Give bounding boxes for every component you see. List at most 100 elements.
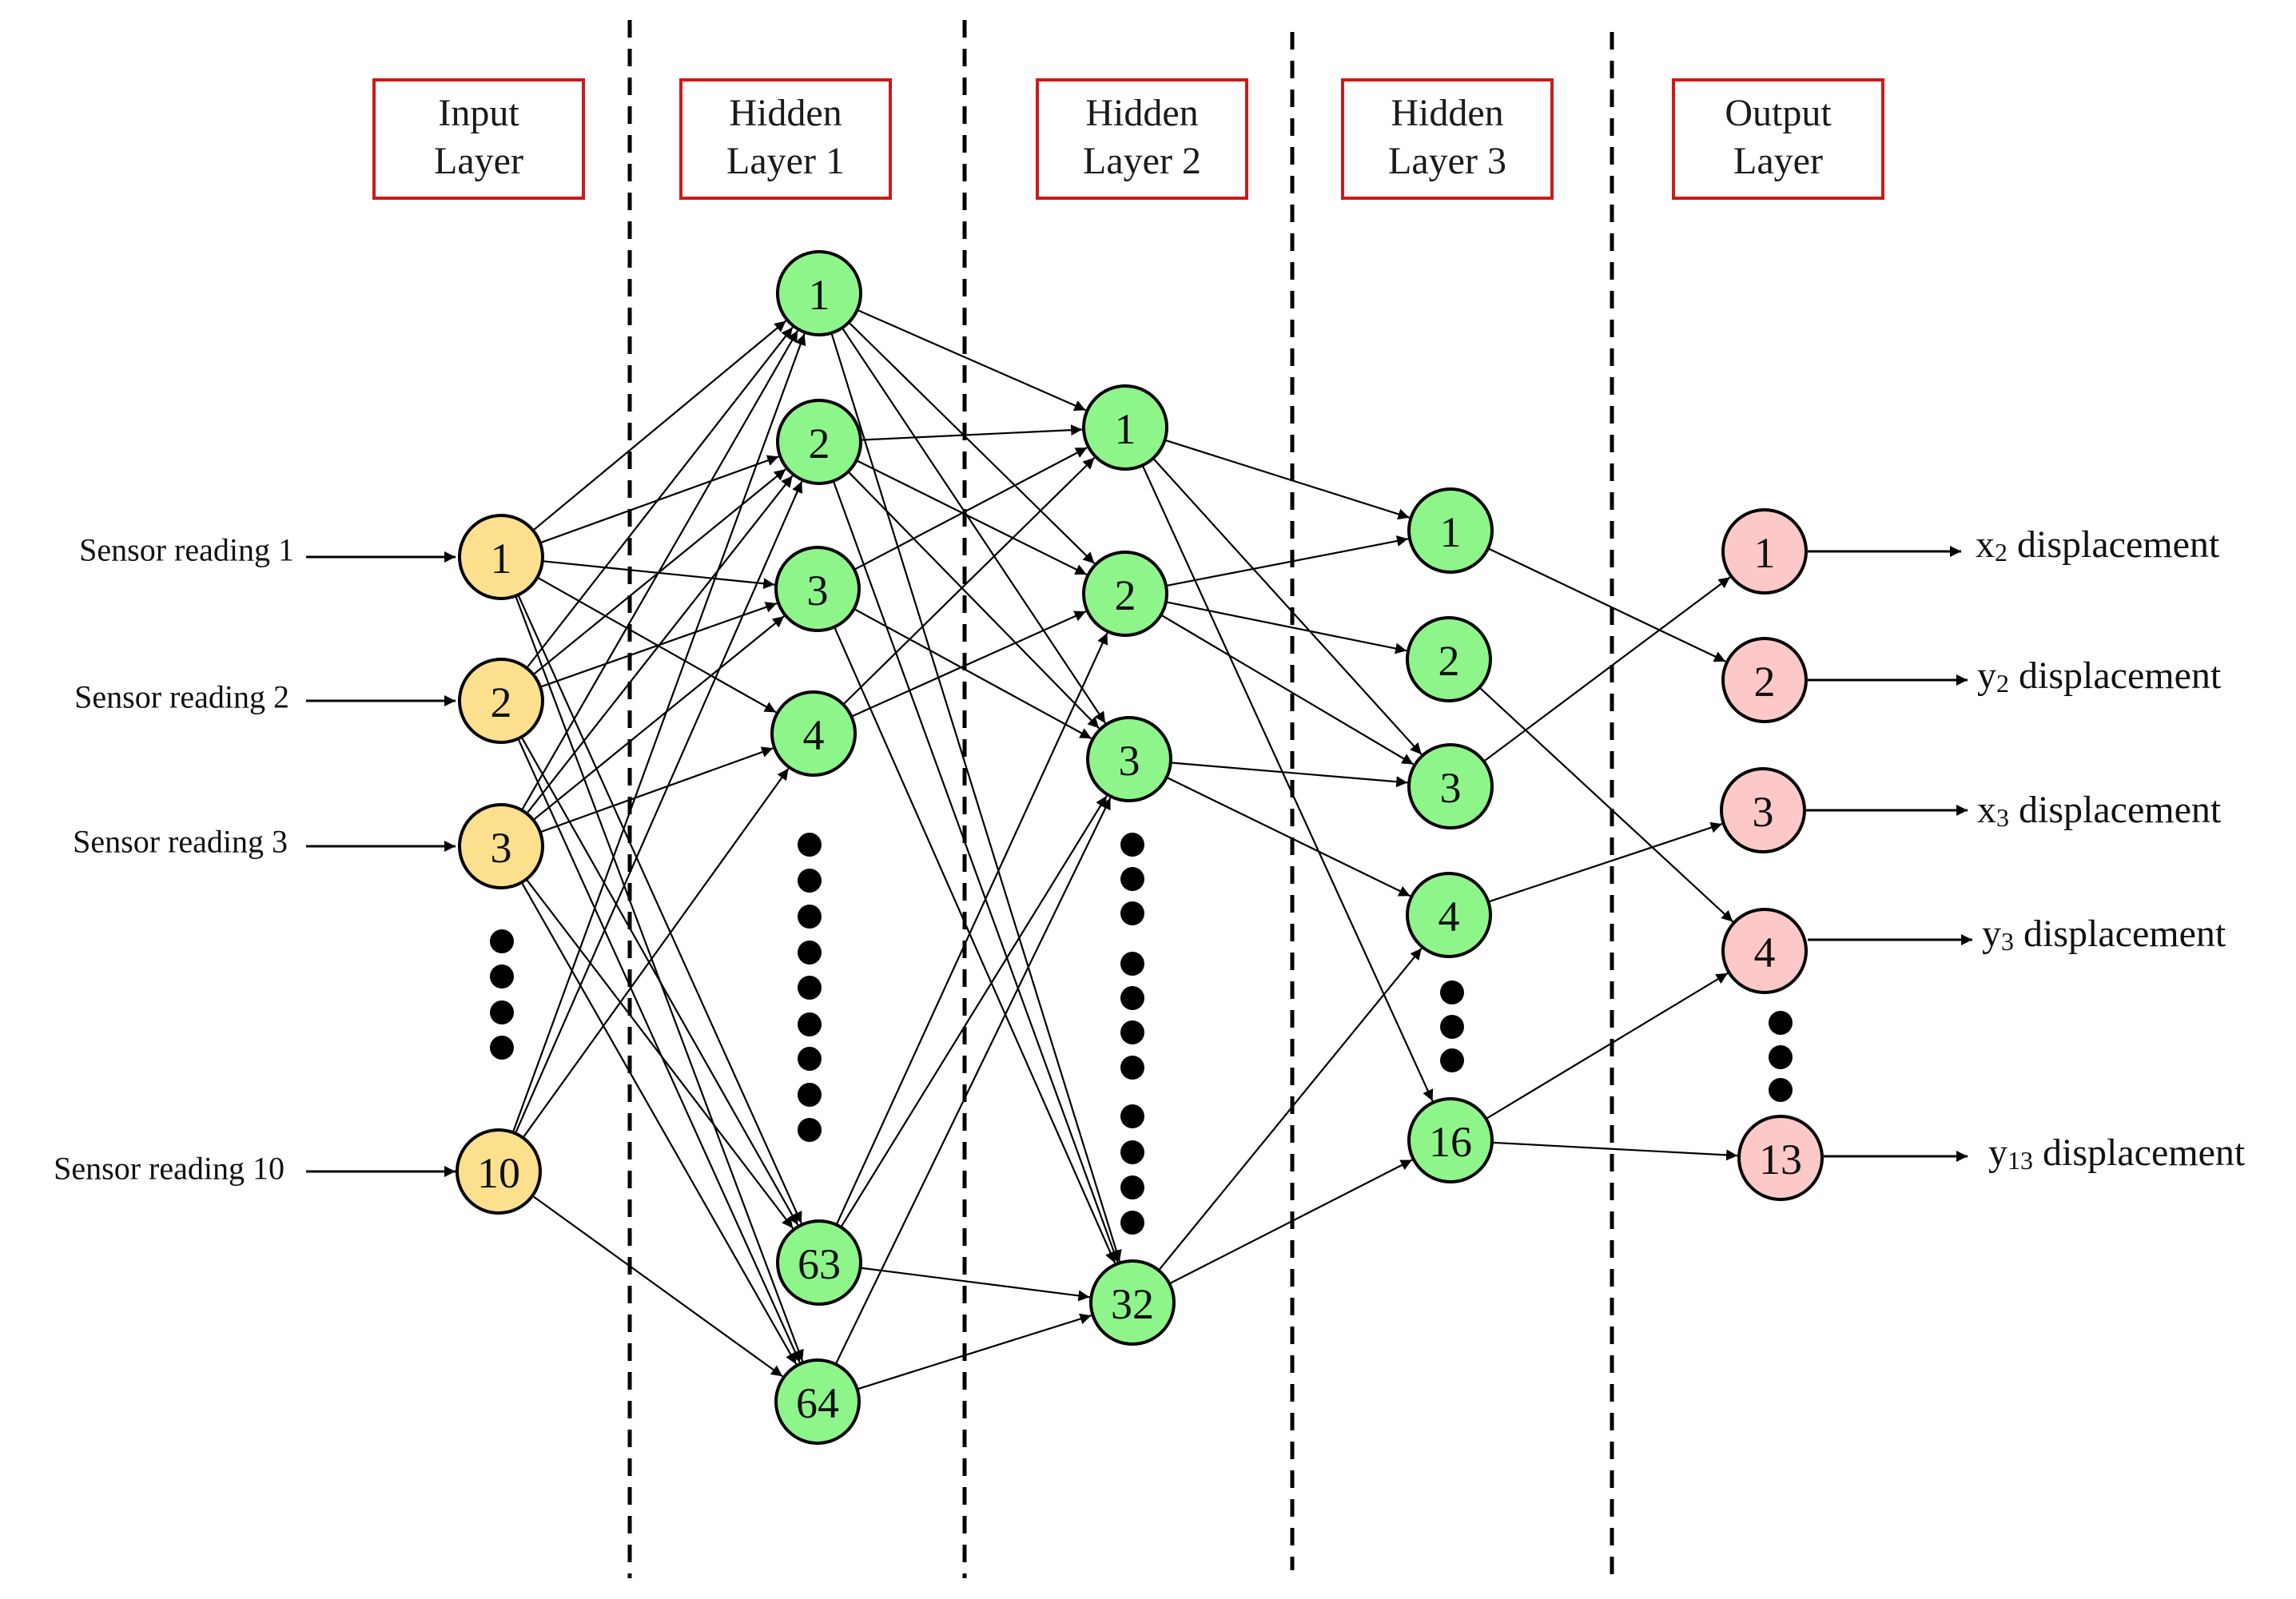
- input-node: 10: [456, 1128, 542, 1215]
- ellipsis-dot: [798, 869, 822, 893]
- connection-edge: [860, 1267, 1090, 1302]
- node-circle: [1082, 551, 1168, 637]
- node-circle: [1086, 716, 1172, 802]
- ellipsis-dot: [1120, 1104, 1144, 1128]
- layer-title-line2: Layer 2: [1083, 140, 1201, 182]
- ellipsis-dot: [1120, 1175, 1144, 1199]
- layer-title-line2: Layer: [434, 140, 523, 182]
- connection-edge: [854, 447, 1088, 571]
- layer-titles: Input Layer Hidden Layer 1 Hidden Layer …: [372, 78, 1884, 200]
- connection-edge: [840, 795, 1108, 1228]
- connection-edge: [835, 632, 1108, 1226]
- ellipsis-dot: [1120, 1056, 1144, 1080]
- hidden2-node: 3: [1086, 716, 1172, 802]
- connection-edge: [832, 480, 1120, 1263]
- connection-edge: [1482, 576, 1731, 762]
- layer-title-line2: Layer 3: [1388, 140, 1506, 182]
- connection-edge: [848, 321, 1096, 564]
- ellipsis-dot: [1120, 986, 1144, 1010]
- node-label: 1: [491, 535, 512, 583]
- node-label: 13: [1759, 1136, 1802, 1183]
- connection-edge: [539, 746, 774, 833]
- connection-edge: [1478, 686, 1734, 923]
- input-label: Sensor reading 2: [74, 679, 289, 715]
- connection-edge: [526, 475, 794, 814]
- node-label: 3: [1753, 788, 1774, 836]
- connection-edge: [517, 594, 802, 1224]
- connection-edge: [526, 326, 794, 669]
- connection-edge: [833, 626, 1116, 1264]
- input-node: 3: [458, 803, 544, 889]
- hidden2-node: 32: [1089, 1259, 1176, 1346]
- ellipsis-dot: [1120, 901, 1144, 925]
- connection-edge: [841, 327, 1107, 724]
- ellipsis-dot: [798, 833, 822, 857]
- node-circle: [1407, 1097, 1494, 1183]
- connection-edge: [517, 738, 801, 1363]
- node-label: 4: [1438, 893, 1460, 941]
- connection-edge: [1164, 439, 1410, 520]
- connection-edge: [1165, 535, 1409, 587]
- node-circle: [774, 1358, 861, 1445]
- connection-edge: [850, 611, 1087, 718]
- hidden1-node: 64: [774, 1358, 861, 1445]
- layer-title-line1: Input: [438, 92, 519, 134]
- connection-edge: [520, 736, 799, 1226]
- ellipsis-dot: [490, 1036, 514, 1060]
- node-label: 3: [491, 824, 512, 872]
- connection-edge: [532, 615, 785, 821]
- connection-edge: [520, 330, 799, 811]
- connection-edge: [1487, 821, 1723, 903]
- output-node: 13: [1737, 1115, 1824, 1201]
- connection-edge: [1166, 776, 1411, 897]
- connection-edge: [520, 881, 798, 1365]
- connection-edge: [1160, 614, 1415, 766]
- layer-title-line2: Layer: [1733, 140, 1823, 182]
- node-circle: [1406, 872, 1492, 958]
- node-label: 2: [809, 420, 830, 467]
- hidden2-node: 1: [1082, 384, 1168, 471]
- node-circle: [774, 546, 861, 632]
- node-circle: [458, 514, 544, 600]
- connection-edge: [854, 607, 1092, 740]
- ellipsis-dot: [798, 1118, 822, 1142]
- connection-edge: [847, 471, 1100, 730]
- input-node: 2: [458, 658, 544, 744]
- hidden1-node: 4: [770, 690, 857, 777]
- layer-title-box-hidden2: Hidden Layer 2: [1036, 78, 1248, 200]
- input-node: 1: [458, 514, 544, 600]
- layer-title-box-input: Input Layer: [372, 78, 585, 200]
- layer-title-box-hidden1: Hidden Layer 1: [679, 78, 892, 200]
- ellipsis-dot: [1120, 1020, 1144, 1044]
- connection-edge: [531, 1195, 783, 1378]
- input-arrows: [306, 551, 456, 1177]
- input-labels: Sensor reading 1 Sensor reading 2 Sensor…: [54, 532, 294, 1187]
- connection-edge: [1152, 457, 1423, 755]
- ellipsis-dot: [1120, 1211, 1144, 1235]
- node-circle: [1721, 508, 1808, 595]
- ellipsis-dot: [490, 965, 514, 988]
- node-label: 3: [1440, 764, 1462, 812]
- output-node: 4: [1721, 908, 1808, 994]
- connection-edge: [857, 1313, 1092, 1390]
- node-label: 1: [1115, 405, 1136, 453]
- node-circle: [1407, 487, 1494, 574]
- connection-edge: [536, 576, 777, 714]
- node-label: 2: [1438, 637, 1460, 685]
- layer-title-line1: Output: [1725, 92, 1832, 134]
- layer-title-line1: Hidden: [729, 92, 842, 134]
- node-circle: [776, 399, 862, 485]
- node-circle: [1721, 637, 1808, 723]
- connection-edge: [511, 333, 806, 1133]
- layer-title-line2: Layer 1: [726, 140, 845, 182]
- ellipsis-dot: [1769, 1045, 1793, 1069]
- layer-title-box-output: Output Layer: [1672, 78, 1884, 200]
- node-label: 3: [1119, 737, 1140, 785]
- input-label: Sensor reading 1: [79, 532, 294, 568]
- node-label: 4: [1754, 929, 1776, 977]
